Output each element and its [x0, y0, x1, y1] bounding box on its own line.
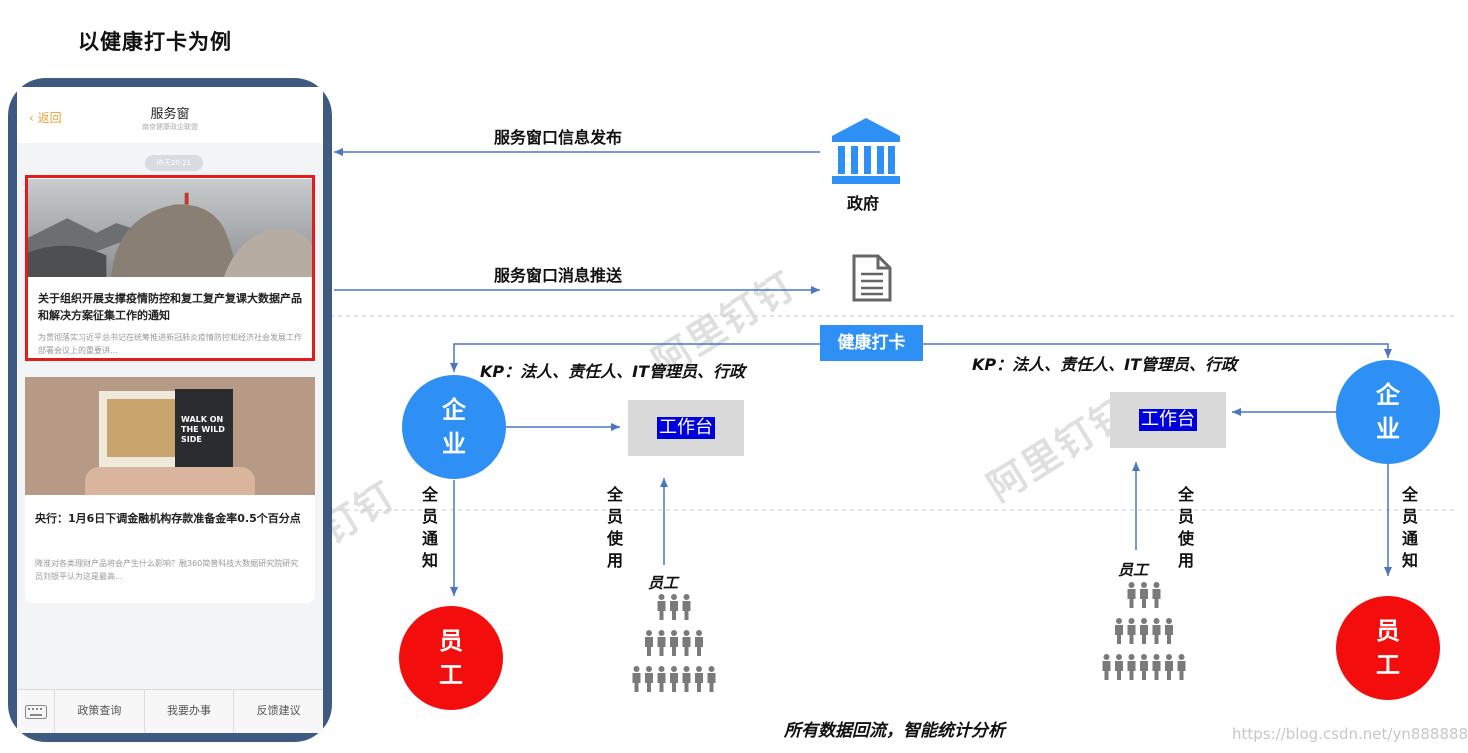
employee-circle-right: 员 工 — [1336, 596, 1440, 700]
workbench-box-left: 工作台 — [628, 400, 744, 456]
person-icon — [1165, 654, 1173, 680]
person-icon — [1152, 618, 1161, 644]
page-title: 以健康打卡为例 — [78, 30, 232, 54]
person-icon — [707, 666, 716, 692]
person-icon — [1140, 654, 1148, 680]
notify-all-left: 全员通知 — [421, 485, 438, 570]
book-cover-text: WALK ON THE WILD SIDE — [175, 389, 233, 475]
phone-title: 服务窗 — [150, 107, 190, 122]
enterprise-char: 企 — [1376, 381, 1400, 409]
phone-mockup: ‹ 返回 服务窗 南京健康政企联盟 昨天20:21 关于组织开展支撑疫情防控和复… — [8, 78, 332, 742]
enterprise-circle-left: 企 业 — [402, 375, 506, 479]
keyboard-icon[interactable] — [17, 690, 55, 733]
news-title: 关于组织开展支撑疫情防控和复工复产复课大数据产品和解决方案征集工作的通知 — [38, 292, 302, 322]
person-icon — [645, 666, 653, 692]
person-icon — [1177, 654, 1186, 680]
news-desc: 降准对各类理财产品将会产生什么影响？融360简普科技大数据研究院研究员刘银平认为… — [35, 559, 299, 581]
mountain-photo — [28, 179, 312, 277]
staff-crowd-icon — [1096, 582, 1192, 688]
news-title: 央行：1月6日下调金融机构存款准备金率0.5个百分点 — [35, 512, 301, 525]
person-icon — [657, 594, 666, 620]
footer-note: 所有数据回流，智能统计分析 — [784, 721, 1005, 741]
person-icon — [657, 666, 666, 692]
government-label: 政府 — [847, 194, 880, 213]
person-icon — [1152, 582, 1161, 608]
menu-services[interactable]: 我要办事 — [145, 690, 235, 733]
person-icon — [1115, 654, 1123, 680]
person-icon — [1127, 582, 1136, 608]
person-icon — [695, 630, 703, 656]
workbench-box-right: 工作台 — [1110, 392, 1226, 448]
person-icon — [682, 666, 691, 692]
staff-label-right: 员工 — [1118, 561, 1149, 579]
person-icon — [1127, 654, 1136, 680]
person-icon — [682, 594, 691, 620]
health-checkin-box: 健康打卡 — [820, 325, 923, 361]
workbench-label: 工作台 — [657, 417, 715, 439]
employee-circle-left: 员 工 — [399, 606, 503, 710]
person-icon — [1152, 654, 1161, 680]
person-icon — [670, 666, 678, 692]
person-icon — [657, 630, 666, 656]
info-publish-label: 服务窗口信息发布 — [494, 128, 623, 147]
person-icon — [1140, 618, 1148, 644]
person-icon — [1115, 618, 1123, 644]
person-icon — [682, 630, 691, 656]
staff-label-left: 员工 — [648, 574, 679, 592]
source-url: https://blog.csdn.net/yn888888 — [1232, 725, 1468, 743]
bottom-menu: 政策查询 我要办事 反馈建议 — [17, 689, 323, 733]
person-icon — [1127, 618, 1136, 644]
msg-push-label: 服务窗口消息推送 — [494, 266, 623, 285]
person-icon — [632, 666, 641, 692]
back-button[interactable]: ‹ 返回 — [29, 109, 62, 126]
person-icon — [1165, 618, 1173, 644]
person-icon — [1140, 582, 1148, 608]
enterprise-char: 业 — [442, 430, 466, 458]
person-icon — [645, 630, 653, 656]
notify-all-right: 全员通知 — [1401, 485, 1418, 570]
employee-char: 工 — [439, 661, 463, 689]
phone-subtitle: 南京健康政企联盟 — [142, 123, 198, 131]
person-icon — [670, 630, 678, 656]
back-label: 返回 — [37, 111, 62, 125]
employee-char: 员 — [439, 627, 463, 655]
staff-crowd-icon — [626, 594, 722, 700]
use-all-left: 全员使用 — [606, 485, 623, 570]
menu-policy-query[interactable]: 政策查询 — [55, 690, 145, 733]
news-card-highlighted[interactable]: 关于组织开展支撑疫情防控和复工复产复课大数据产品和解决方案征集工作的通知 为贯彻… — [25, 175, 315, 361]
enterprise-circle-right: 企 业 — [1336, 360, 1440, 464]
menu-feedback[interactable]: 反馈建议 — [256, 704, 301, 717]
enterprise-char: 业 — [1376, 415, 1400, 443]
workbench-label: 工作台 — [1139, 409, 1197, 431]
person-icon — [670, 594, 678, 620]
kp-label-left: KP：法人、责任人、IT管理员、行政 — [480, 362, 745, 381]
news-card[interactable]: WALK ON THE WILD SIDE 央行：1月6日下调金融机构存款准备金… — [25, 377, 315, 603]
chevron-left-icon: ‹ — [29, 111, 38, 125]
book-photo: WALK ON THE WILD SIDE — [25, 377, 315, 495]
employee-char: 工 — [1376, 651, 1400, 679]
message-time: 昨天20:21 — [145, 155, 203, 171]
arrow-health-to-right-enterprise — [923, 343, 1392, 358]
person-icon — [695, 666, 703, 692]
employee-char: 员 — [1376, 617, 1400, 645]
enterprise-char: 企 — [442, 396, 466, 424]
document-icon — [852, 254, 892, 302]
news-desc: 为贯彻落实习近平总书记在统筹推进新冠肺炎疫情防控和经济社会发展工作部署会议上的重… — [38, 333, 302, 355]
person-icon — [1102, 654, 1111, 680]
phone-header: ‹ 返回 服务窗 南京健康政企联盟 — [17, 87, 323, 143]
government-building-icon — [832, 118, 900, 184]
kp-label-right: KP：法人、责任人、IT管理员、行政 — [972, 355, 1237, 374]
use-all-right: 全员使用 — [1177, 485, 1194, 570]
arrow-health-to-left-enterprise — [450, 343, 820, 372]
